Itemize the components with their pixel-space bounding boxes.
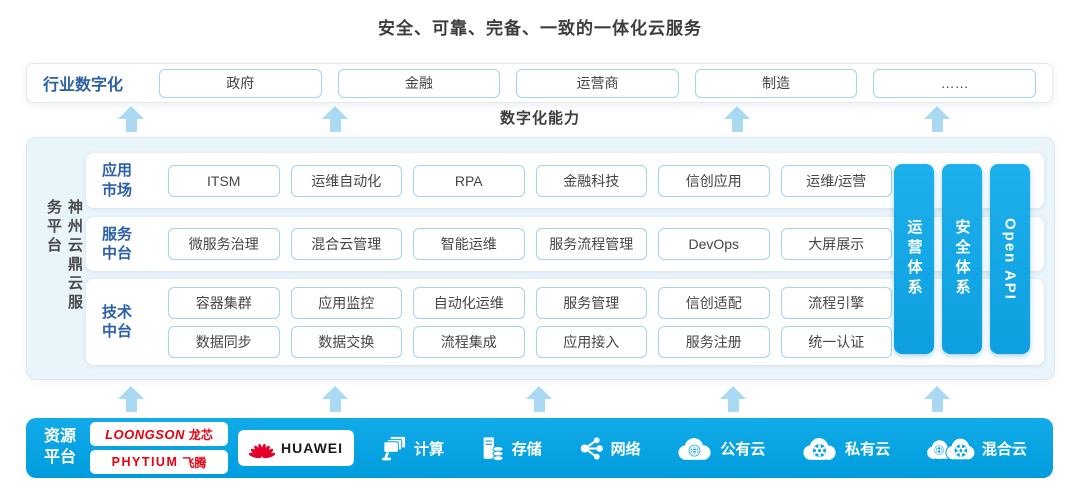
capability-storage: 存储: [479, 435, 542, 462]
capability-box: 运维自动化: [290, 164, 402, 197]
industry-digitalization-bar: 行业数字化 政府 金融 运营商 制造 ……: [26, 63, 1053, 103]
industry-items: 政府 金融 运营商 制造 ……: [159, 68, 1036, 98]
row-tech-label: 技术 中台: [102, 303, 133, 341]
platform-panel: 神州云鼎云服务平台 应用 市场 ITSM 运维自动化 RPA 金融科技 信创应用…: [26, 137, 1055, 380]
public-cloud-icon: [678, 437, 711, 460]
industry-bar-label: 行业数字化: [43, 77, 124, 94]
resource-platform-label: 资源 平台: [44, 428, 77, 466]
capability-box: 服务管理: [535, 286, 647, 319]
capability-box: 流程集成: [413, 325, 525, 358]
up-arrow-icon: [724, 106, 750, 132]
page-title: 安全、可靠、完备、一致的一体化云服务: [378, 19, 702, 38]
network-icon: [580, 436, 603, 460]
industry-item-manufacturing: 制造: [694, 68, 858, 98]
vertical-bar-open-api: Open API: [990, 164, 1030, 354]
capability-box: 大屏展示: [780, 228, 892, 260]
industry-item-operator: 运营商: [516, 68, 679, 98]
capability-hybrid-cloud: 混合云: [925, 435, 1027, 462]
row-service-middle-platform: 服务 中台 微服务治理 混合云管理 智能运维 服务流程管理 DevOps 大屏展…: [86, 217, 1044, 271]
capability-box: 数据交换: [290, 325, 402, 358]
capability-box: 服务流程管理: [535, 228, 647, 260]
loongson-logo: LOONGSON 龙芯: [90, 422, 229, 446]
up-arrow-icon: [322, 386, 348, 412]
up-arrow-icon: [924, 106, 950, 132]
capability-box: 信创适配: [658, 286, 770, 319]
up-arrow-icon: [720, 386, 746, 412]
capability-box: 金融科技: [535, 164, 647, 197]
capability-box: 数据同步: [168, 325, 280, 358]
capability-box: 微服务治理: [168, 228, 280, 260]
capability-box: 统一认证: [780, 325, 892, 358]
capability-box: 自动化运维: [413, 286, 525, 319]
resource-capabilities: 计算 存储: [380, 435, 1027, 462]
digital-capability-label: 数字化能力: [499, 110, 581, 127]
row-app-market: 应用 市场 ITSM 运维自动化 RPA 金融科技 信创应用 运维/运营: [86, 153, 1044, 208]
capability-box: 混合云管理: [290, 228, 402, 260]
vertical-bar-operation-system: 运营体系: [894, 164, 934, 354]
private-cloud-icon: [803, 437, 836, 460]
up-arrow-icon: [526, 386, 552, 412]
phytium-logo: PHYTIUM 飞腾: [90, 450, 229, 474]
capability-box: 运维/运营: [780, 164, 892, 197]
capability-box: 容器集群: [168, 286, 280, 319]
capability-box: 智能运维: [413, 228, 525, 260]
capability-box: 信创应用: [658, 164, 770, 197]
capability-network: 网络: [577, 435, 641, 462]
capability-box: 服务注册: [658, 325, 770, 358]
storage-icon: [483, 436, 504, 461]
capability-box: RPA: [413, 164, 525, 197]
industry-item-finance: 金融: [337, 68, 501, 98]
huawei-logo: HUAWEI: [238, 430, 355, 466]
industry-item-government: 政府: [159, 68, 322, 98]
huawei-flower-icon: [249, 443, 276, 458]
capability-compute: 计算: [380, 435, 444, 462]
vertical-bar-security-system: 安全体系: [942, 164, 982, 354]
capability-public-cloud: 公有云: [675, 435, 765, 462]
up-arrow-icon: [118, 106, 144, 132]
capability-private-cloud: 私有云: [800, 435, 890, 462]
up-arrow-icon: [118, 386, 144, 412]
row-app-market-label: 应用 市场: [102, 162, 133, 199]
resource-platform-bar: 资源 平台 LOONGSON 龙芯 PHYTIUM 飞腾: [26, 418, 1053, 478]
row-service-label: 服务 中台: [102, 225, 133, 263]
compute-icon: [381, 436, 406, 460]
industry-item-more: ……: [873, 68, 1036, 98]
up-arrow-icon: [924, 386, 950, 412]
capability-box: DevOps: [658, 228, 770, 260]
hybrid-cloud-icon: [927, 437, 975, 460]
capability-box: 流程引擎: [780, 286, 892, 319]
capability-box: ITSM: [168, 164, 280, 197]
platform-side-label: 神州云鼎云服务平台: [45, 198, 83, 313]
chip-vendors: LOONGSON 龙芯 PHYTIUM 飞腾: [90, 422, 229, 474]
row-tech-middle-platform: 技术 中台 容器集群 应用监控 自动化运维 服务管理 信创适配 流程引擎 数据同…: [86, 279, 1044, 365]
up-arrow-icon: [322, 106, 348, 132]
capability-box: 应用监控: [290, 286, 402, 319]
capability-box: 应用接入: [535, 325, 647, 358]
